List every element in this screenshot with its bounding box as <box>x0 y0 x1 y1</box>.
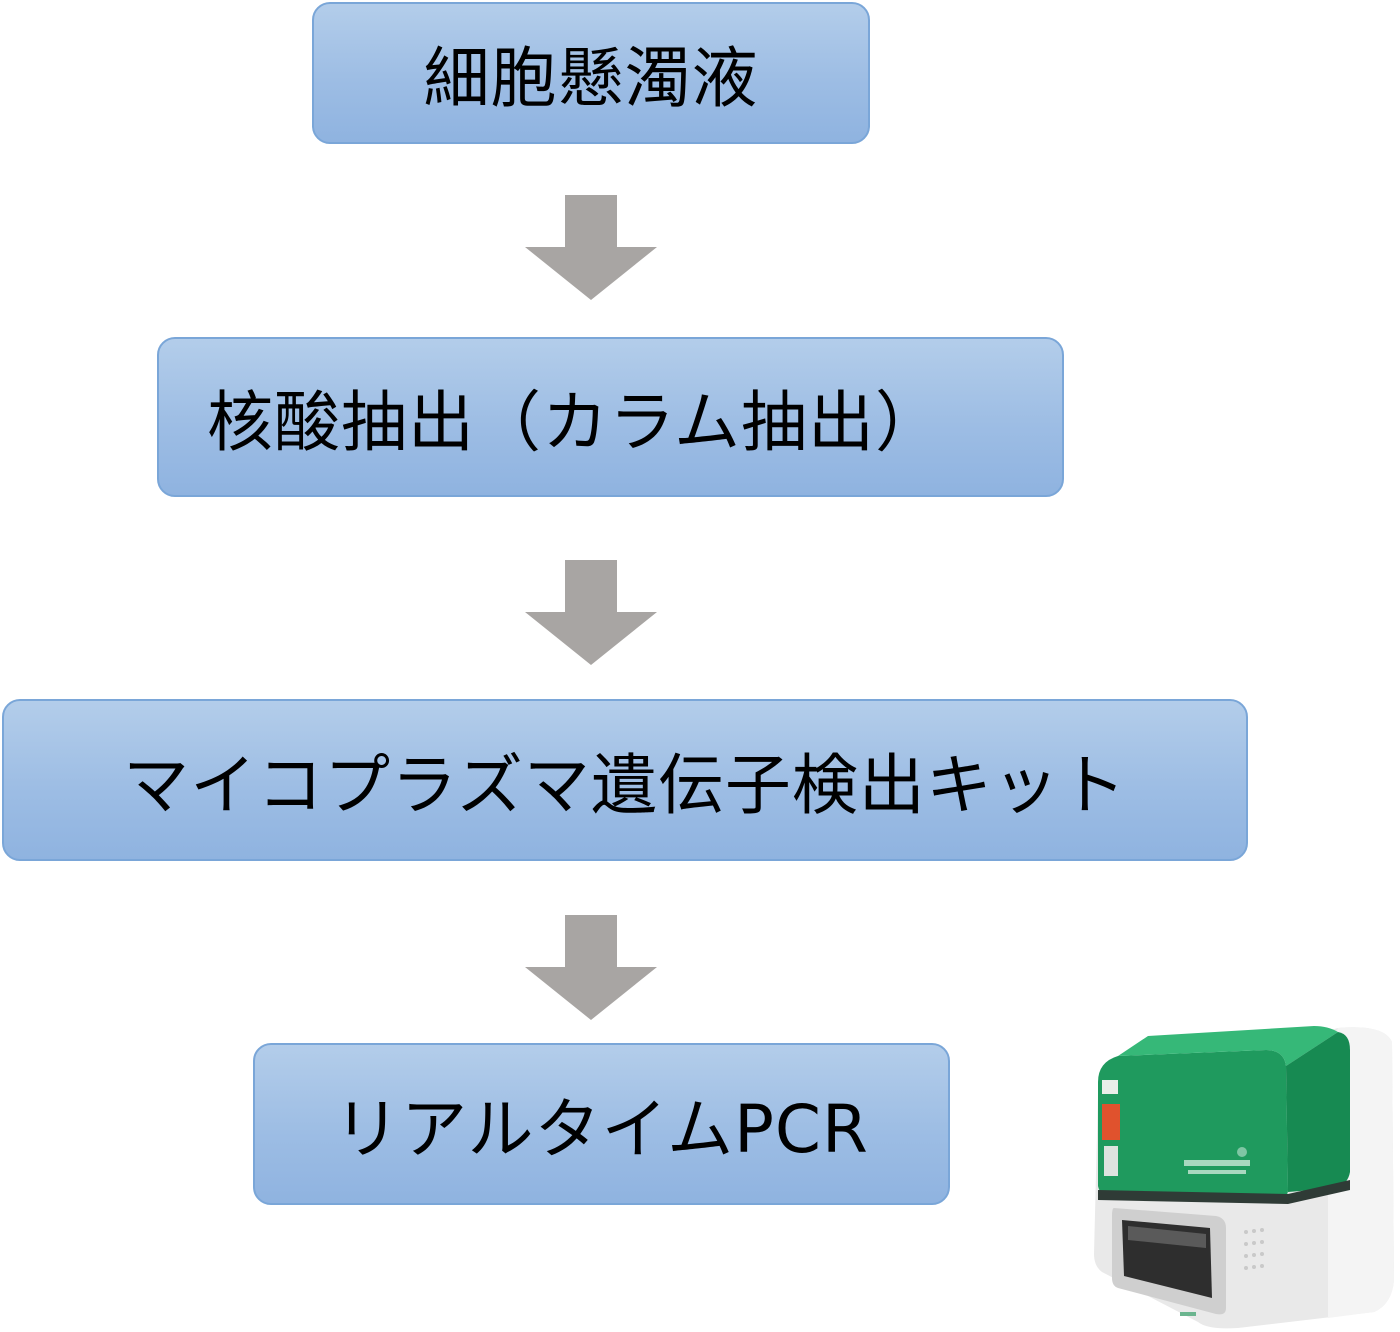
flow-step-real-time-pcr: リアルタイムPCR <box>253 1043 950 1205</box>
down-arrow-icon <box>525 915 657 1020</box>
flow-step-cell-suspension: 細胞懸濁液 <box>312 2 870 144</box>
flow-step-mycoplasma-detection-kit: マイコプラズマ遺伝子検出キット <box>2 699 1248 861</box>
down-arrow-icon <box>525 560 657 665</box>
flow-step-nucleic-acid-extraction: 核酸抽出（カラム抽出） <box>157 337 1064 497</box>
real-time-pcr-instrument-image <box>1094 1026 1394 1329</box>
down-arrow-icon <box>525 195 657 300</box>
